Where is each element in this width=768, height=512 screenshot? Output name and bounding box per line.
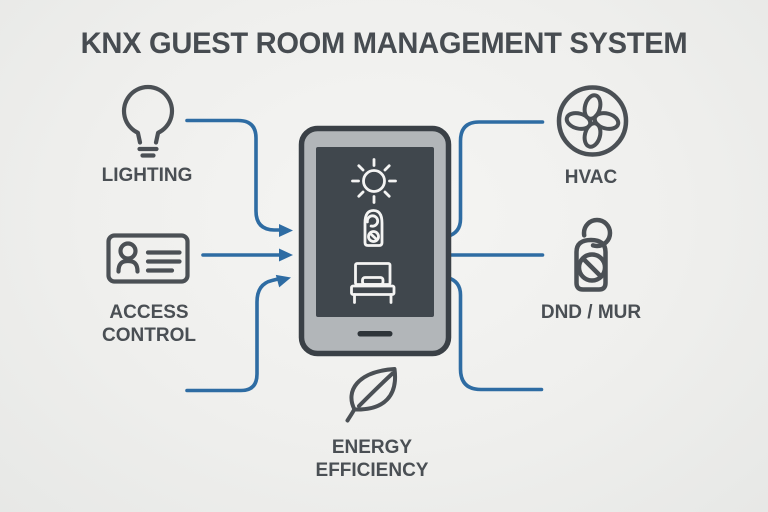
bed-icon bbox=[350, 262, 396, 304]
keycard-icon bbox=[106, 233, 190, 284]
room-control-touch-panel bbox=[298, 125, 452, 357]
screen-door-hanger-icon bbox=[363, 209, 384, 247]
connector-lighting-to-panel bbox=[185, 118, 281, 232]
sun-brightness-icon bbox=[351, 158, 397, 204]
connector-bottomleft-to-panel bbox=[185, 277, 279, 393]
lighting-label: LIGHTING bbox=[101, 165, 193, 186]
light-bulb-icon bbox=[121, 84, 175, 158]
connector-arrowheads bbox=[275, 224, 293, 288]
energy-efficiency-label-line1: ENERGY bbox=[331, 437, 413, 458]
arrowhead-access bbox=[279, 248, 293, 262]
dnd-mur-label: DND / MUR bbox=[540, 302, 642, 323]
energy-efficiency-label-line2: EFFICIENCY bbox=[315, 460, 429, 481]
fan-icon bbox=[556, 85, 629, 157]
arrowhead-lighting bbox=[279, 224, 293, 237]
panel-home-bar bbox=[357, 331, 393, 337]
page-title: KNX GUEST ROOM MANAGEMENT SYSTEM bbox=[80, 27, 688, 60]
hvac-label: HVAC bbox=[564, 167, 618, 188]
leaf-icon bbox=[345, 367, 398, 423]
arrowhead-bottomleft bbox=[275, 274, 291, 288]
connector-panel-to-hvac bbox=[445, 120, 545, 239]
connector-panel-to-bottomright bbox=[445, 275, 544, 392]
access-control-label-line1: ACCESS bbox=[109, 302, 189, 323]
connector-lines bbox=[185, 118, 545, 393]
access-control-label-line2: CONTROL bbox=[102, 325, 196, 346]
door-hanger-icon bbox=[574, 217, 613, 292]
